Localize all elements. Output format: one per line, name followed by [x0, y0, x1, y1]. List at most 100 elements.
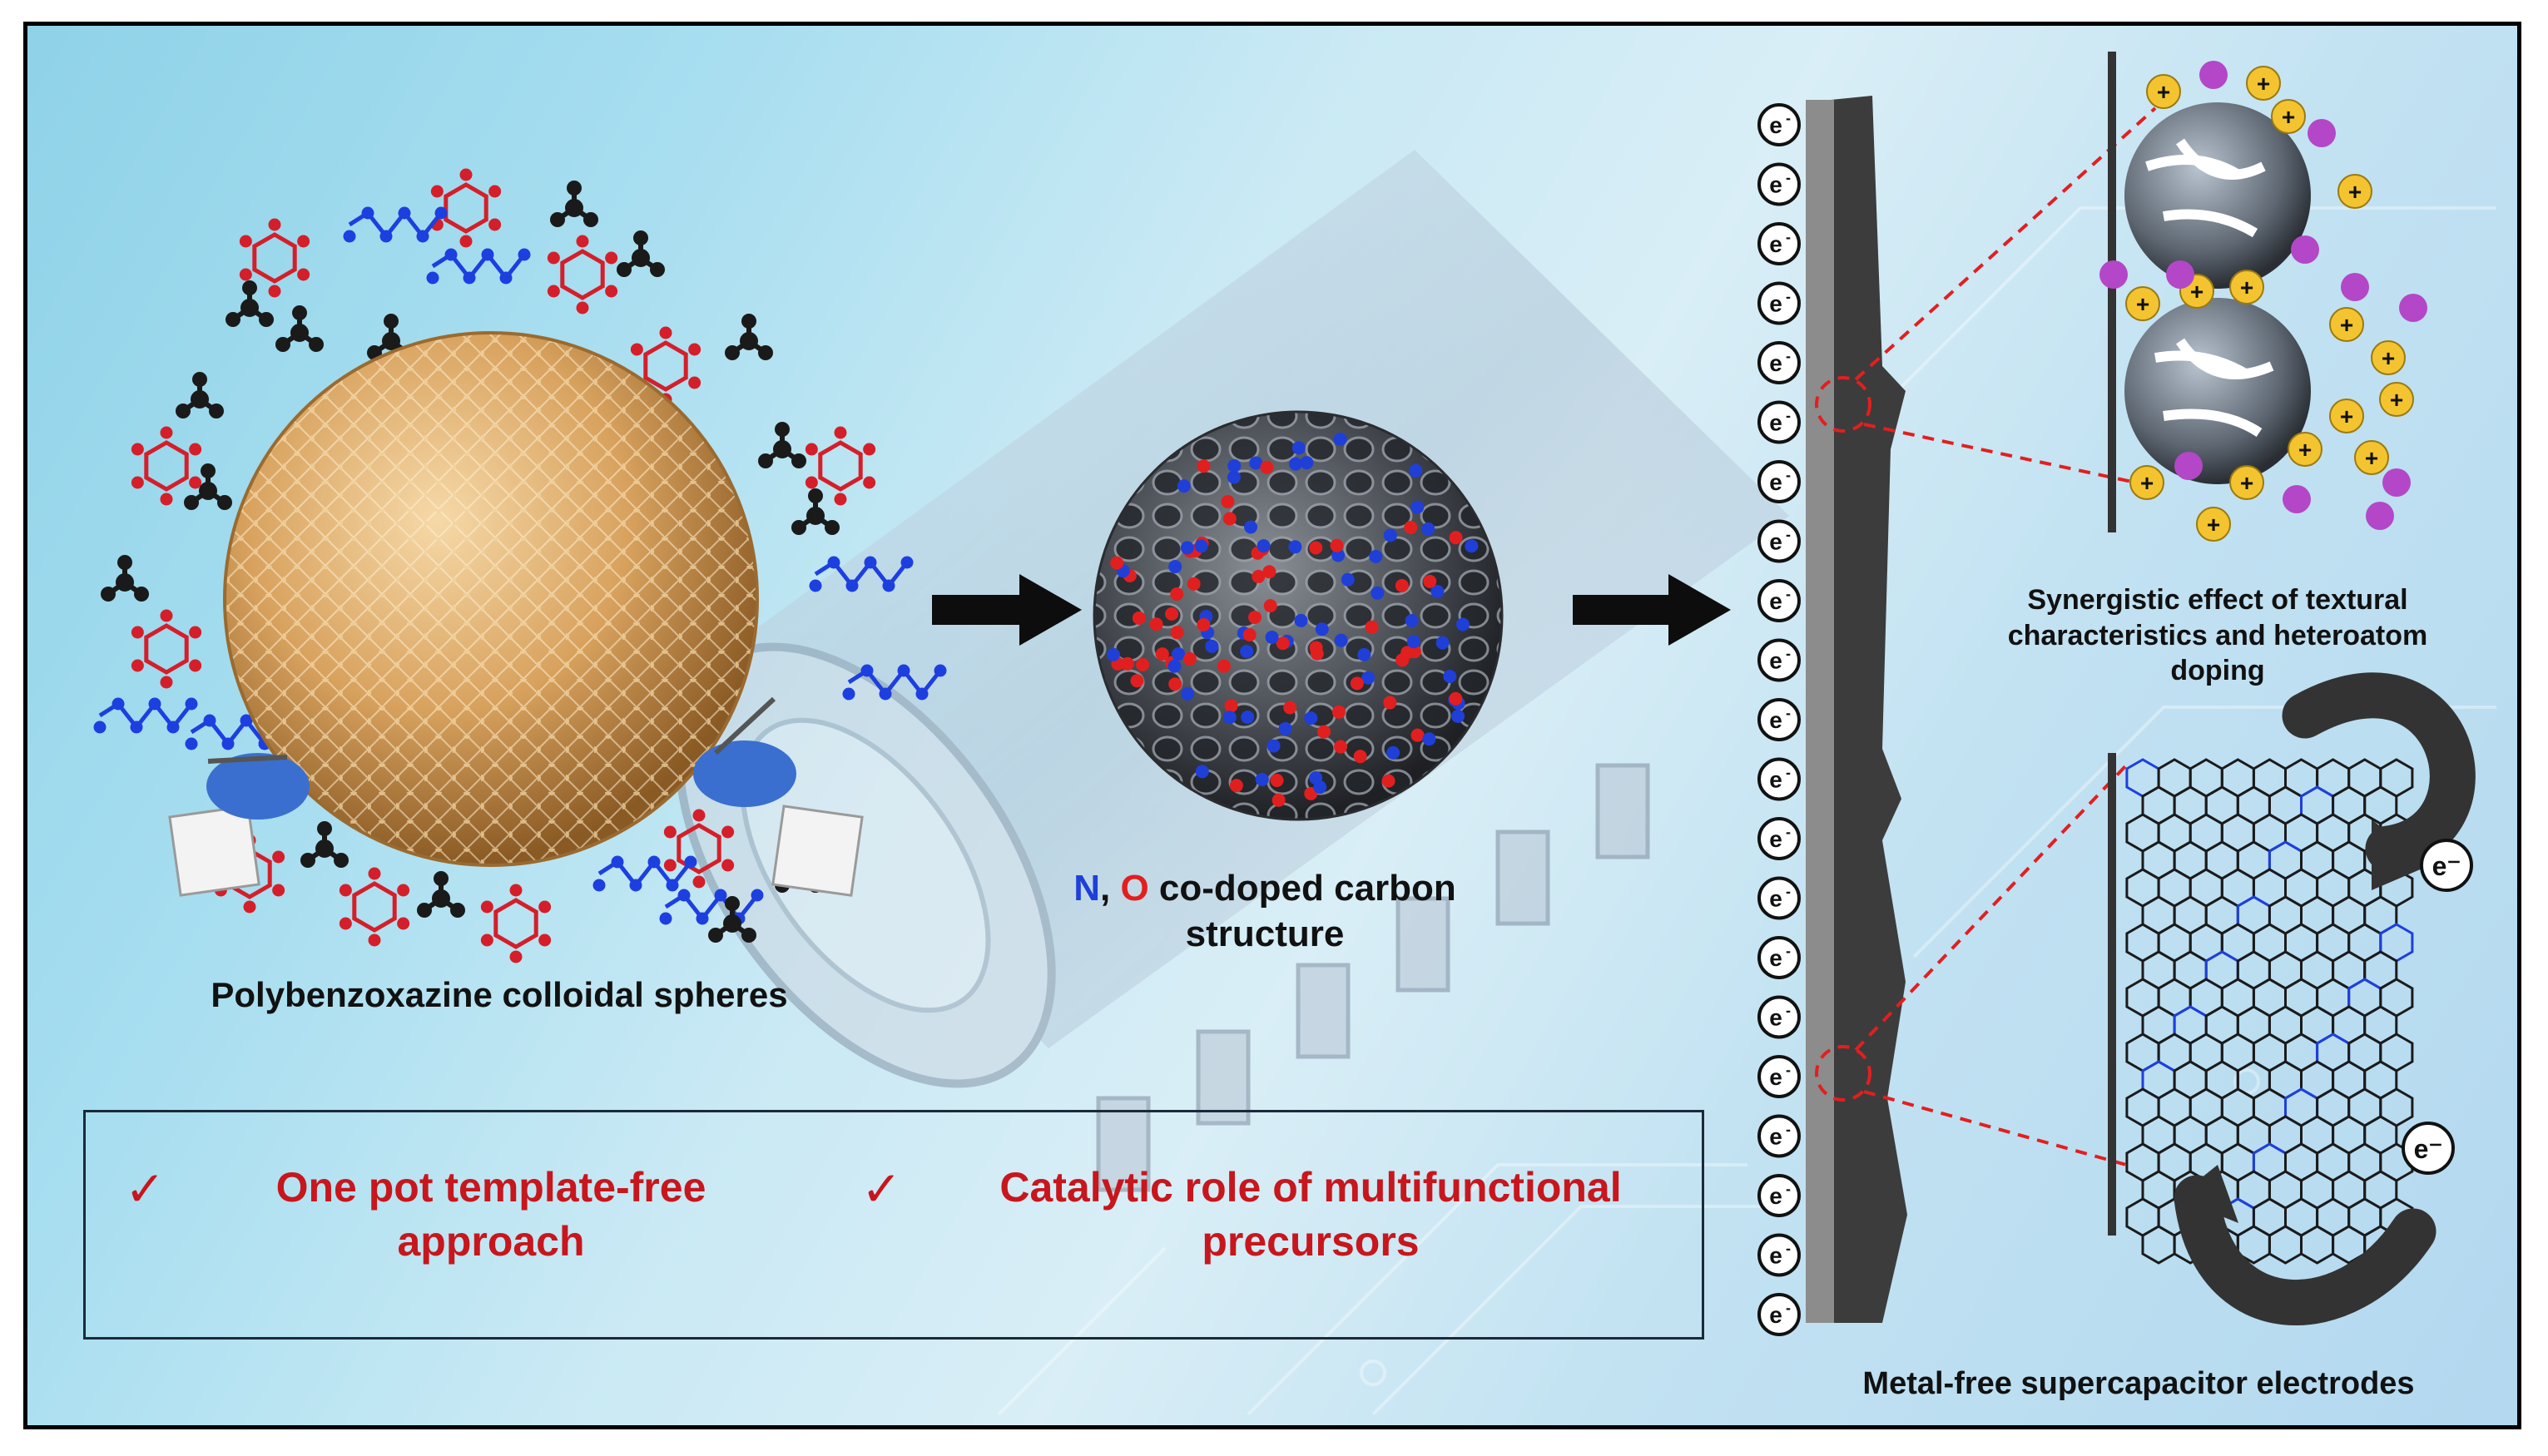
nitrogen-dopant [1456, 617, 1470, 631]
anion-icon [2174, 452, 2203, 480]
zoom-indicators [1815, 106, 2157, 1166]
oxygen-dopant [1221, 494, 1235, 508]
oxygen-dopant [1410, 728, 1425, 742]
oxygen-dopant [1404, 520, 1418, 534]
blue-chain-molecule [343, 206, 448, 243]
oxygen-dopant [1170, 587, 1184, 601]
svg-text:+: + [2340, 404, 2353, 429]
svg-text:e: e [1769, 529, 1782, 555]
nitrogen-dopant [1294, 613, 1308, 627]
nitrogen-dopant [1409, 463, 1423, 478]
trigonal-molecule [725, 314, 773, 360]
trigonal-molecule [275, 305, 324, 352]
check-icon: ✓ [861, 1161, 902, 1217]
synergistic-line3: doping [2170, 655, 2265, 686]
nitrogen-dopant [1334, 633, 1348, 647]
svg-text:-: - [1786, 765, 1791, 781]
nitrogen-dopant [1422, 732, 1436, 746]
cation-icon: + [2329, 307, 2364, 342]
svg-text:+: + [2240, 470, 2253, 496]
svg-text:e: e [1769, 1064, 1782, 1090]
nitrogen-dopant [1278, 721, 1292, 735]
svg-text:+: + [2240, 275, 2253, 300]
svg-text:-: - [1786, 705, 1791, 721]
svg-text:-: - [1786, 943, 1791, 959]
svg-text:+: + [2382, 345, 2395, 371]
nitrogen-dopant [1443, 669, 1457, 683]
oxygen-dopant [1168, 677, 1182, 691]
trigonal-molecule [708, 896, 756, 943]
nitrogen-dopant [1244, 520, 1258, 534]
oxygen-dopant [1130, 674, 1144, 688]
nitrogen-dopant [1291, 441, 1306, 455]
electron-icon: e- [1757, 936, 1801, 979]
oxygen-dopant [1252, 569, 1266, 583]
nitrogen-dopant [1227, 458, 1242, 473]
doped-graphene-inset: e⁻ e⁻ [2108, 672, 2476, 1325]
oxygen-dopant [1395, 578, 1409, 592]
anion-icon [2382, 468, 2411, 497]
oxygen-dopant [1283, 701, 1297, 715]
anion-icon [2099, 260, 2128, 289]
anion-icon [2166, 260, 2194, 289]
nitrogen-dopant [1177, 479, 1191, 493]
nitrogen-dopant [1240, 644, 1254, 658]
svg-text:e: e [1769, 826, 1782, 852]
svg-text:-: - [1786, 1181, 1791, 1197]
electron-icon: e- [1757, 222, 1801, 265]
oxygen-dopant [1270, 774, 1284, 788]
anion-icon [2199, 61, 2228, 89]
oxygen-dopant [1317, 725, 1331, 739]
oxygen-dopant [1350, 676, 1364, 691]
feature1-line1: One pot template-free [275, 1164, 706, 1211]
arrow-to-carbon [932, 574, 1082, 646]
nitrogen-dopant [1386, 745, 1400, 760]
electron-icon: e- [1757, 1174, 1801, 1217]
nitrogen-dopant [1430, 585, 1445, 599]
electron-icon: e- [1757, 341, 1801, 384]
svg-text:-: - [1786, 348, 1791, 364]
nitrogen-dopant [1421, 522, 1435, 536]
oxygen-dopant [1381, 774, 1395, 788]
nitrogen-dopant [1304, 711, 1318, 726]
nitrogen-dopant [1383, 528, 1397, 542]
cation-icon: + [2354, 440, 2389, 475]
electron-badge-lower: e⁻ [2402, 1122, 2455, 1175]
svg-text:+: + [2157, 79, 2170, 105]
svg-text:+: + [2365, 445, 2378, 471]
anion-icon [2291, 235, 2319, 264]
electron-icon: e- [1757, 281, 1801, 325]
label-separator: , [1099, 868, 1121, 909]
feature1-line2: approach [397, 1218, 585, 1265]
svg-text:e: e [1769, 886, 1782, 912]
oxygen-dopant [1182, 651, 1197, 666]
double-layer-inset: ++++++++++++++++ [2099, 52, 2427, 542]
synergistic-line2: characteristics and heteroatom [2007, 619, 2428, 651]
electron-column: e-e-e-e-e-e-e-e-e-e-e-e-e-e-e-e-e-e-e-e-… [1757, 103, 1801, 1336]
graphene-ring [2268, 1225, 2303, 1265]
nitrogen-dopant [1406, 635, 1420, 649]
electron-icon: e- [1757, 103, 1801, 146]
oxygen-dopant [1242, 627, 1257, 641]
red-ring-molecule [339, 867, 410, 947]
nitrogen-dopant [1361, 671, 1376, 685]
electron-icon: e- [1757, 400, 1801, 444]
svg-text:-: - [1786, 646, 1791, 662]
cation-icon: + [2379, 382, 2414, 417]
feature-template-free: One pot template-free approach [208, 1161, 774, 1269]
trigonal-molecule [617, 230, 665, 277]
cation-icon: + [2146, 74, 2181, 109]
caption-synergistic-effect: Synergistic effect of textural character… [1964, 582, 2471, 689]
cation-icon: + [2337, 174, 2372, 209]
svg-text:e: e [1769, 707, 1782, 733]
blue-chain-molecule [93, 697, 198, 734]
check-icon: ✓ [125, 1161, 166, 1217]
right-gloved-hand [693, 696, 864, 897]
anion-icon [2283, 485, 2311, 513]
electron-icon: e- [1757, 519, 1801, 563]
svg-text:+: + [2190, 279, 2203, 305]
oxygen-dopant [1353, 750, 1367, 764]
nitrogen-dopant [1341, 572, 1355, 587]
electron-icon: e- [1757, 638, 1801, 682]
electron-icon: e- [1757, 460, 1801, 503]
